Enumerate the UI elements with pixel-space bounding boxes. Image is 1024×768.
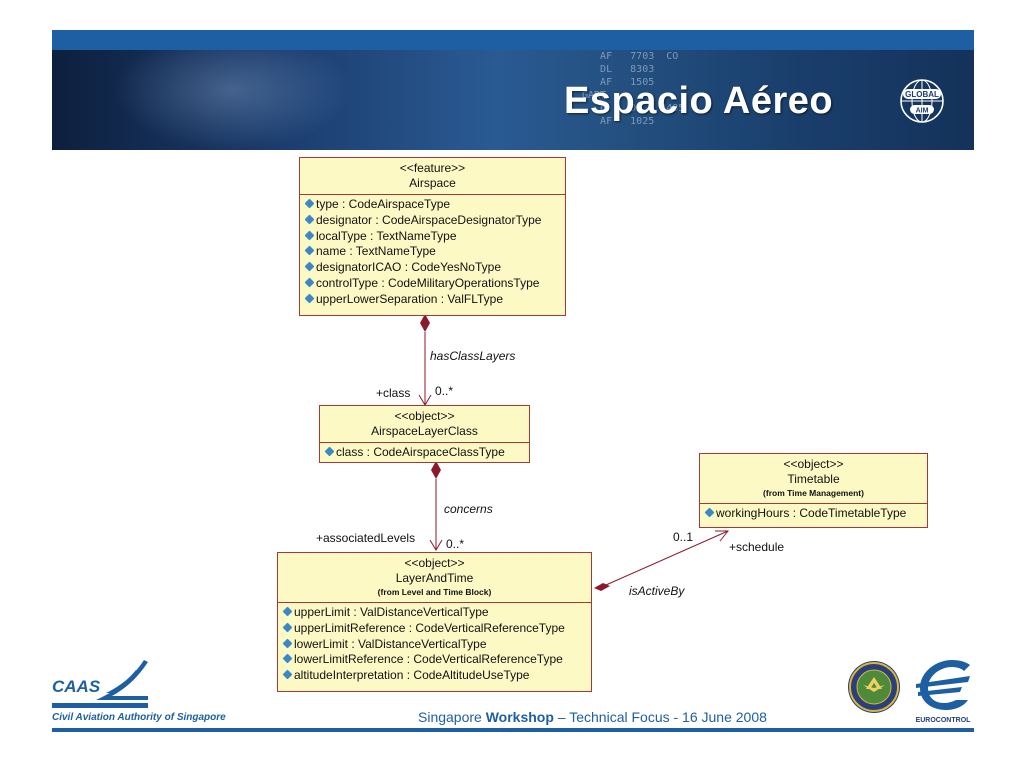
caas-logo-icon: CAAS [52, 660, 148, 708]
attribute-icon [282, 669, 293, 680]
class-layer-and-time-stereotype: <<object>> [404, 556, 465, 570]
footer-bar [52, 728, 974, 732]
attribute-icon [704, 507, 715, 518]
attribute-row: lowerLimit : ValDistanceVerticalType [281, 637, 588, 653]
attribute-row: controlType : CodeMilitaryOperationsType [303, 276, 562, 292]
class-timetable-package: (from Time Management) [763, 488, 864, 498]
attribute-row: localType : TextNameType [303, 229, 562, 245]
class-timetable-attributes: workingHours : CodeTimetableType [700, 504, 927, 522]
attribute-row: upperLowerSeparation : ValFLType [303, 292, 562, 308]
role-label-schedule: +schedule [729, 540, 785, 554]
attribute-icon [282, 622, 293, 633]
class-layer-and-time[interactable]: <<object>> LayerAndTime (from Level and … [277, 552, 592, 692]
global-aim-logo-top-text: GLOBAL [905, 90, 939, 99]
arrowhead-timetable [715, 530, 730, 542]
class-timetable[interactable]: <<object>> Timetable (from Time Manageme… [699, 453, 928, 528]
faa-seal-icon [848, 661, 900, 713]
attribute-row: class : CodeAirspaceClassType [323, 445, 526, 461]
attribute-row: name : TextNameType [303, 244, 562, 260]
association-name-concerns: concerns [444, 502, 493, 516]
caas-full-name: Civil Aviation Authority of Singapore [52, 712, 226, 723]
attribute-icon [304, 261, 315, 272]
page-title: Espacio Aéreo [564, 80, 834, 122]
class-airspace-layer-class-stereotype: <<object>> [394, 409, 455, 423]
class-layer-and-time-package: (from Level and Time Block) [377, 587, 492, 597]
global-aim-logo-bottom-text: AIM [916, 108, 929, 115]
attribute-row: type : CodeAirspaceType [303, 197, 562, 213]
class-timetable-header: <<object>> Timetable (from Time Manageme… [700, 454, 927, 504]
attribute-row: altitudeInterpretation : CodeAltitudeUse… [281, 668, 588, 684]
attribute-row: workingHours : CodeTimetableType [703, 506, 924, 522]
multiplicity-label-associated-levels: 0..* [446, 537, 465, 551]
attribute-icon [304, 214, 315, 225]
banner-background-image [112, 50, 352, 150]
attribute-icon [282, 653, 293, 664]
class-timetable-stereotype: <<object>> [783, 457, 844, 471]
attribute-icon [324, 446, 335, 457]
attribute-icon [304, 277, 315, 288]
class-airspace-header: <<feature>> Airspace [300, 158, 565, 195]
attribute-icon [282, 606, 293, 617]
class-layer-and-time-attributes: upperLimit : ValDistanceVerticalType upp… [278, 603, 591, 684]
eurocontrol-label: EUROCONTROL [916, 717, 972, 724]
attribute-icon [282, 638, 293, 649]
header-banner: AF 7703 CO DL 8303 AF 1505 GART 6 DL 848… [52, 50, 974, 150]
association-name-has-class-layers: hasClassLayers [430, 349, 516, 363]
class-airspace-layer-class-header: <<object>> AirspaceLayerClass [320, 406, 529, 443]
class-airspace-layer-class-name: AirspaceLayerClass [371, 424, 478, 438]
attribute-row: designator : CodeAirspaceDesignatorType [303, 213, 562, 229]
caas-logo-text: CAAS [52, 677, 101, 696]
composition-diamond-layer-class [431, 461, 441, 479]
role-label-class: +class [376, 386, 411, 400]
attribute-row: lowerLimitReference : CodeVerticalRefere… [281, 652, 588, 668]
attribute-row: designatorICAO : CodeYesNoType [303, 260, 562, 276]
association-name-is-active-by: isActiveBy [629, 584, 685, 598]
class-airspace-layer-class[interactable]: <<object>> AirspaceLayerClass class : Co… [319, 405, 530, 463]
attribute-icon [304, 198, 315, 209]
class-airspace-layer-class-attributes: class : CodeAirspaceClassType [320, 443, 529, 461]
role-label-associated-levels: +associatedLevels [316, 531, 416, 545]
class-layer-and-time-header: <<object>> LayerAndTime (from Level and … [278, 553, 591, 603]
class-airspace-stereotype: <<feature>> [399, 161, 466, 175]
attribute-row: upperLimitReference : CodeVerticalRefere… [281, 621, 588, 637]
multiplicity-label-schedule: 0..1 [673, 530, 694, 544]
banner-departure-board-decoration: AF 7703 CO DL 8303 AF 1505 GART 6 DL 848… [582, 51, 685, 127]
attribute-row: upperLimit : ValDistanceVerticalType [281, 605, 588, 621]
header-top-bar [52, 30, 974, 50]
arrowhead-layer-time [429, 539, 443, 551]
global-aim-logo-icon: GLOBAL AIM [900, 79, 944, 123]
attribute-icon [304, 245, 315, 256]
attribute-icon [304, 230, 315, 241]
class-airspace-name: Airspace [409, 176, 456, 190]
class-timetable-name: Timetable [787, 472, 840, 486]
multiplicity-label-class: 0..* [435, 384, 454, 398]
composition-diamond-airspace [420, 314, 430, 332]
footer-caption: Singapore Workshop – Technical Focus - 1… [418, 709, 767, 725]
class-airspace-attributes: type : CodeAirspaceType designator : Cod… [300, 195, 565, 308]
eurocontrol-logo-icon: EUROCONTROL [916, 660, 972, 724]
class-airspace[interactable]: <<feature>> Airspace type : CodeAirspace… [299, 157, 566, 316]
attribute-icon [304, 293, 315, 304]
class-layer-and-time-name: LayerAndTime [395, 571, 474, 585]
